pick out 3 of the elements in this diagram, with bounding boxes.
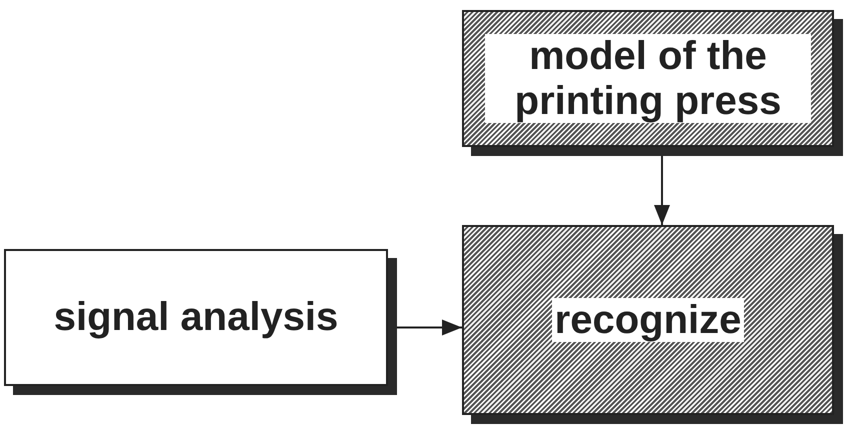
box-label: model of the printing press xyxy=(485,34,811,124)
box-label: signal analysis xyxy=(52,295,340,340)
box-label: recognize xyxy=(552,298,744,342)
